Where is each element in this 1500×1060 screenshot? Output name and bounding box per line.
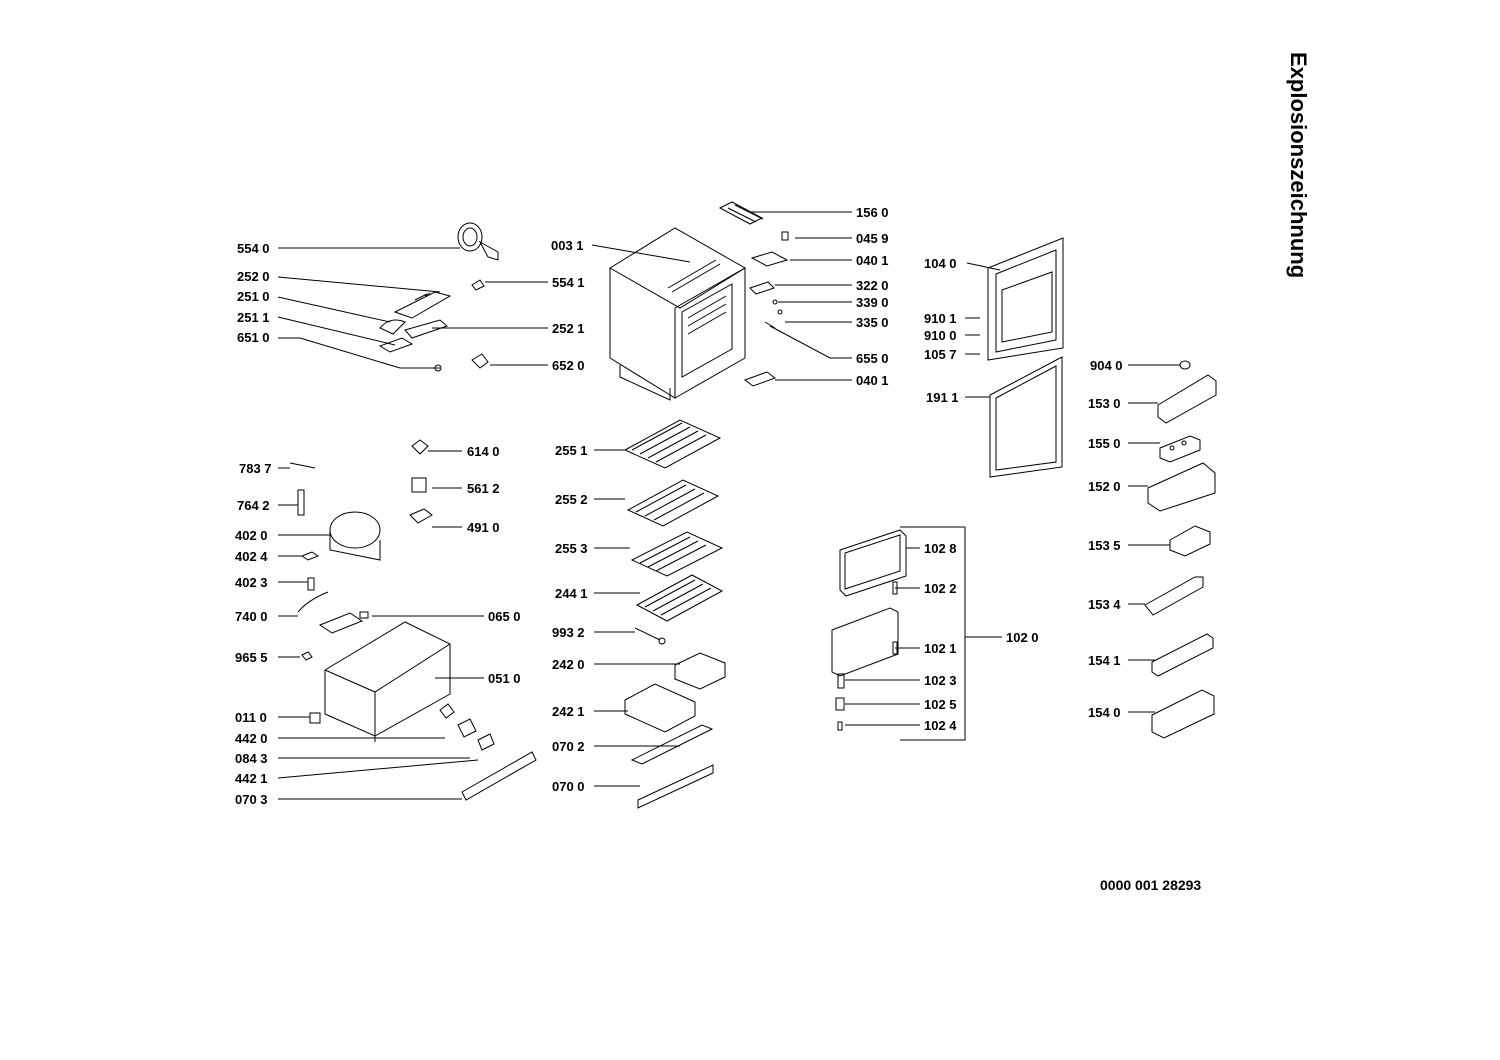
part-label: 040 1 xyxy=(856,253,889,268)
part-label: 554 0 xyxy=(237,241,270,256)
part-label: 242 0 xyxy=(552,657,585,672)
part-hinge-cover xyxy=(720,202,763,224)
part-label: 070 3 xyxy=(235,792,268,807)
part-label: 965 5 xyxy=(235,650,268,665)
part-label: 104 0 xyxy=(924,256,957,271)
part-label: 491 0 xyxy=(467,520,500,535)
part-kick-plate xyxy=(440,704,536,800)
part-door-bins xyxy=(1145,361,1216,738)
part-label: 011 0 xyxy=(235,710,267,725)
part-door xyxy=(988,238,1063,360)
part-label: 003 1 xyxy=(551,238,584,253)
part-label: 652 0 xyxy=(552,358,585,373)
part-door-gasket xyxy=(990,357,1062,477)
part-label: 102 5 xyxy=(924,697,957,712)
part-label: 102 3 xyxy=(924,673,957,688)
part-label: 252 1 xyxy=(552,321,585,336)
part-label: 153 4 xyxy=(1088,597,1121,612)
part-label: 242 1 xyxy=(552,704,585,719)
part-label: 402 4 xyxy=(235,549,268,564)
part-label: 154 0 xyxy=(1088,705,1121,720)
part-label: 155 0 xyxy=(1088,436,1121,451)
part-cabinet xyxy=(610,228,745,400)
part-label: 102 1 xyxy=(924,641,957,656)
part-label: 910 1 xyxy=(924,311,957,326)
part-label: 740 0 xyxy=(235,609,268,624)
part-label: 153 0 xyxy=(1088,396,1121,411)
part-label: 040 1 xyxy=(856,373,889,388)
part-label: 152 0 xyxy=(1088,479,1121,494)
part-label: 102 2 xyxy=(924,581,957,596)
part-label: 554 1 xyxy=(552,275,585,290)
part-label: 339 0 xyxy=(856,295,889,310)
part-hinges xyxy=(745,232,788,386)
part-label: 614 0 xyxy=(467,444,500,459)
part-label: 065 0 xyxy=(488,609,521,624)
part-label: 154 1 xyxy=(1088,653,1121,668)
part-label: 156 0 xyxy=(856,205,889,220)
part-freezer-flap xyxy=(832,530,906,730)
part-fan-ring xyxy=(458,223,498,260)
part-label: 655 0 xyxy=(856,351,889,366)
part-label: 783 7 xyxy=(239,461,272,476)
part-label: 084 3 xyxy=(235,751,268,766)
part-label: 191 1 xyxy=(926,390,959,405)
part-label: 255 2 xyxy=(555,492,588,507)
part-label: 402 0 xyxy=(235,528,268,543)
part-shelves xyxy=(625,420,725,808)
part-lamp-housing xyxy=(380,280,488,371)
part-label: 251 1 xyxy=(237,310,270,325)
part-label: 070 0 xyxy=(552,779,585,794)
part-label: 153 5 xyxy=(1088,538,1121,553)
part-label: 070 2 xyxy=(552,739,585,754)
part-label: 051 0 xyxy=(488,671,521,686)
part-label: 244 1 xyxy=(555,586,588,601)
leader-lines xyxy=(278,212,1180,799)
part-label: 442 1 xyxy=(235,771,268,786)
part-label: 910 0 xyxy=(924,328,957,343)
document-number: 0000 001 28293 xyxy=(1100,877,1202,893)
part-label: 561 2 xyxy=(467,481,500,496)
part-label: 102 0 xyxy=(1006,630,1039,645)
part-label: 322 0 xyxy=(856,278,889,293)
part-label: 045 9 xyxy=(856,231,889,246)
part-label: 102 4 xyxy=(924,718,957,733)
page-title: Explosionszeichnung xyxy=(1286,52,1311,279)
part-label: 442 0 xyxy=(235,731,268,746)
part-label: 255 1 xyxy=(555,443,588,458)
part-label: 102 8 xyxy=(924,541,957,556)
part-label: 402 3 xyxy=(235,575,268,590)
part-label: 993 2 xyxy=(552,625,585,640)
part-label: 252 0 xyxy=(237,269,270,284)
part-base-tray xyxy=(325,440,450,742)
part-compressor xyxy=(290,463,380,723)
part-label: 255 3 xyxy=(555,541,588,556)
part-label: 335 0 xyxy=(856,315,889,330)
part-label: 764 2 xyxy=(237,498,270,513)
part-label: 105 7 xyxy=(924,347,957,362)
part-label: 904 0 xyxy=(1090,358,1123,373)
part-label: 251 0 xyxy=(237,289,270,304)
part-label: 651 0 xyxy=(237,330,270,345)
